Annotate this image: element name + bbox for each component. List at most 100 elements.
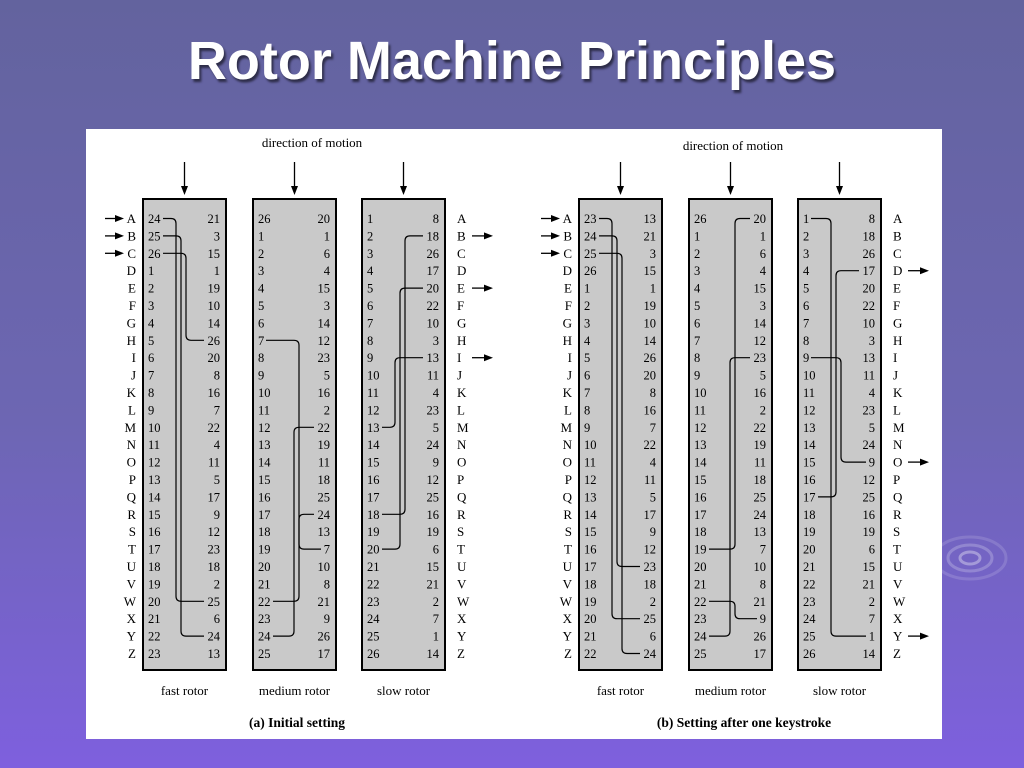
- rotor-right-number: 25: [863, 490, 876, 504]
- rotor-right-number: 8: [760, 577, 766, 591]
- rotor-right-number: 2: [869, 595, 875, 609]
- rotor-left-number: 9: [694, 369, 700, 383]
- rotor-right-number: 10: [863, 316, 876, 330]
- output-letter: N: [893, 437, 903, 452]
- output-letter: F: [457, 298, 464, 313]
- rotor-left-number: 14: [803, 438, 816, 452]
- rotor-right-number: 17: [318, 647, 331, 661]
- rotor-right-number: 19: [208, 282, 221, 296]
- rotor-left-number: 17: [367, 490, 380, 504]
- rotor-right-number: 21: [863, 577, 876, 591]
- rotor-right-number: 17: [427, 264, 440, 278]
- input-letter: Z: [128, 646, 136, 661]
- rotor-left-number: 26: [367, 647, 380, 661]
- rotor-left-number: 2: [258, 247, 264, 261]
- rotor-wire: [163, 217, 204, 602]
- output-letter: Z: [893, 646, 901, 661]
- output-letter: U: [457, 559, 467, 574]
- input-letter: J: [131, 368, 136, 383]
- output-letter: B: [457, 228, 466, 243]
- rotor-left-number: 15: [803, 456, 816, 470]
- input-letter: J: [567, 368, 572, 383]
- rotor-left-number: 11: [584, 456, 596, 470]
- rotor-right-number: 22: [863, 299, 876, 313]
- rotor-right-number: 6: [433, 543, 439, 557]
- rotor-wire: [266, 339, 321, 550]
- ripple-decoration: [940, 535, 1008, 581]
- input-letter: U: [127, 559, 137, 574]
- output-letter: R: [457, 507, 466, 522]
- input-letter: V: [127, 576, 137, 591]
- output-letter: J: [893, 368, 898, 383]
- rotor-right-number: 15: [427, 560, 440, 574]
- rotor-right-number: 22: [427, 299, 440, 313]
- rotor-left-number: 5: [694, 299, 700, 313]
- rotor-left-number: 5: [367, 282, 373, 296]
- rotor-right-number: 16: [427, 508, 440, 522]
- rotor-left-number: 23: [584, 212, 597, 226]
- input-letter: F: [565, 298, 572, 313]
- rotor-left-number: 20: [258, 560, 271, 574]
- rotor-right-number: 11: [427, 369, 439, 383]
- input-letter: Q: [127, 489, 137, 504]
- rotor-left-number: 6: [367, 299, 373, 313]
- rotor-wire: [811, 217, 866, 637]
- rotor-left-number: 5: [803, 282, 809, 296]
- rotor-right-number: 7: [214, 403, 220, 417]
- input-letter: X: [127, 611, 137, 626]
- rotor-right-number: 6: [214, 612, 220, 626]
- rotor-box: [797, 198, 882, 671]
- rotor-left-number: 2: [803, 229, 809, 243]
- output-letter: P: [893, 472, 900, 487]
- rotor-left-number: 4: [584, 334, 591, 348]
- rotor-left-number: 3: [367, 247, 373, 261]
- rotor-right-number: 5: [869, 421, 875, 435]
- rotor-right-number: 11: [318, 456, 330, 470]
- rotor-left-number: 8: [803, 334, 809, 348]
- rotor-right-number: 3: [869, 334, 875, 348]
- rotor-left-number: 19: [148, 577, 161, 591]
- output-letter: G: [893, 315, 902, 330]
- rotor-right-number: 26: [318, 630, 331, 644]
- output-letter: I: [893, 350, 897, 365]
- rotor-right-number: 17: [208, 490, 221, 504]
- rotor-left-number: 8: [148, 386, 154, 400]
- rotor-left-number: 13: [148, 473, 161, 487]
- rotor-right-number: 17: [754, 647, 767, 661]
- rotor-right-number: 1: [760, 229, 766, 243]
- rotor-left-number: 7: [803, 316, 809, 330]
- rotor-right-number: 11: [208, 456, 220, 470]
- rotor-right-number: 25: [318, 490, 331, 504]
- output-letter: D: [457, 263, 466, 278]
- panel-caption: (a) Initial setting: [249, 715, 345, 730]
- rotor-right-number: 12: [863, 473, 876, 487]
- rotor-left-number: 26: [694, 212, 707, 226]
- output-letter: H: [457, 333, 466, 348]
- rotor-right-number: 2: [214, 577, 220, 591]
- rotor-left-number: 2: [694, 247, 700, 261]
- rotor-right-number: 21: [427, 577, 440, 591]
- output-letter: T: [893, 542, 901, 557]
- rotor-left-number: 2: [584, 299, 590, 313]
- input-letter: N: [563, 437, 573, 452]
- rotor-left-number: 2: [367, 229, 373, 243]
- input-letter: C: [127, 246, 136, 261]
- rotor-left-number: 25: [584, 247, 597, 261]
- input-letter: T: [128, 542, 136, 557]
- rotor-left-number: 14: [584, 508, 597, 522]
- output-letter: Z: [457, 646, 465, 661]
- rotor-left-number: 17: [584, 560, 597, 574]
- rotor-right-number: 11: [754, 456, 766, 470]
- rotor-right-number: 6: [760, 247, 766, 261]
- rotor-left-number: 6: [694, 316, 700, 330]
- rotor-left-number: 15: [584, 525, 597, 539]
- input-letter: V: [563, 576, 573, 591]
- rotor-left-number: 11: [803, 386, 815, 400]
- rotor-wire: [811, 357, 866, 463]
- input-letter: Y: [127, 629, 137, 644]
- rotor-left-number: 22: [367, 577, 380, 591]
- input-letter: H: [127, 333, 136, 348]
- output-letter: S: [893, 524, 900, 539]
- input-letter: A: [127, 211, 137, 226]
- rotor-left-number: 18: [258, 525, 271, 539]
